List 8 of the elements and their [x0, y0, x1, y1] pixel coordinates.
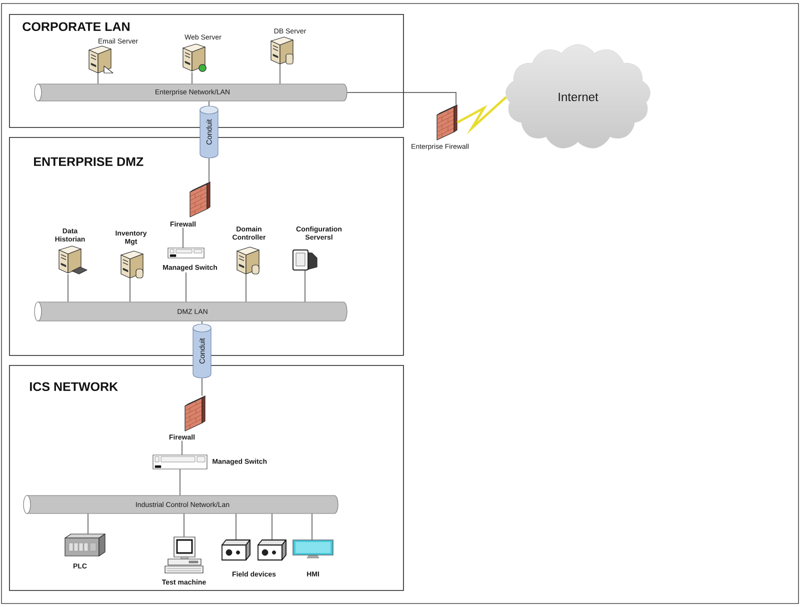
- lightning-bolt: [456, 96, 508, 134]
- connection-line: [208, 158, 210, 182]
- connection-line: [182, 227, 184, 248]
- field-device-icon: [222, 540, 250, 560]
- connection-line: [208, 100, 210, 106]
- field-device-icon: [258, 540, 286, 560]
- connection-line: [346, 92, 456, 106]
- connection-line: [304, 270, 306, 302]
